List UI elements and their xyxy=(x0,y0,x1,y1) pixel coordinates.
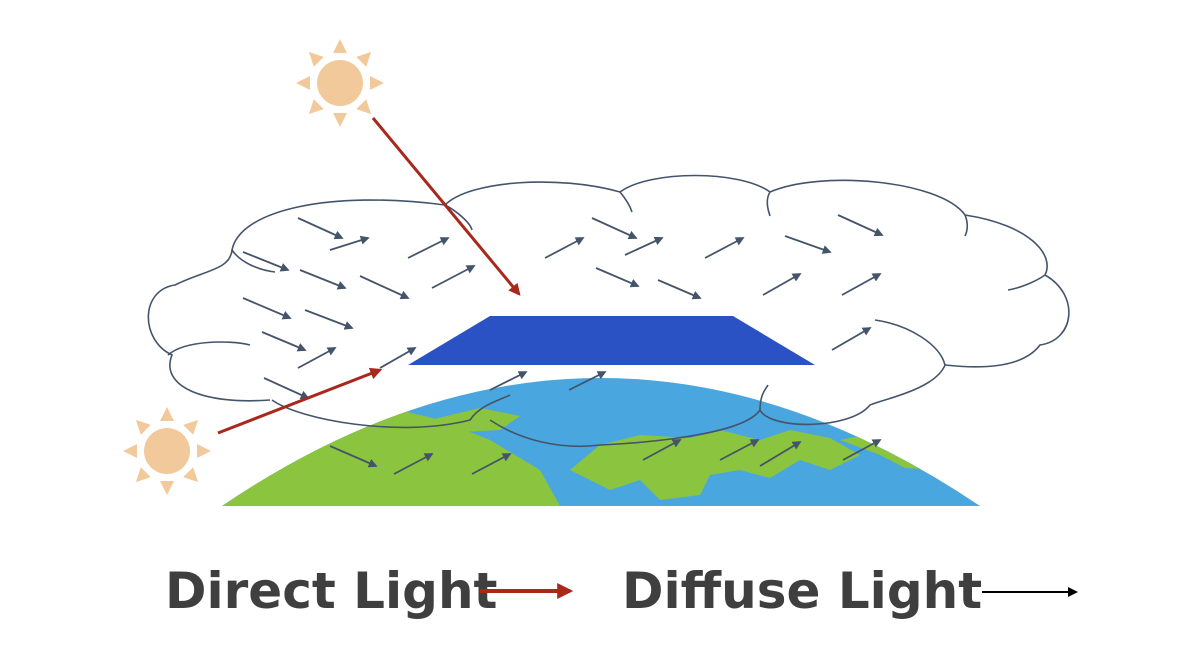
diffuse-arrow xyxy=(263,377,310,400)
diffuse-arrow xyxy=(841,273,882,296)
land-asia xyxy=(570,430,860,500)
earth-globe xyxy=(222,378,980,506)
diffuse-arrow xyxy=(407,237,450,259)
diffuse-arrow xyxy=(299,269,347,290)
diffuse-arrow xyxy=(544,237,585,259)
diffuse-arrow xyxy=(642,439,682,461)
direct-arrow xyxy=(217,367,383,435)
diffuse-arrow xyxy=(329,235,370,251)
sun-icon xyxy=(123,407,211,495)
diffuse-arrow xyxy=(595,267,640,288)
diffuse-arrow xyxy=(471,453,512,475)
diffuse-arrow xyxy=(784,235,832,254)
legend-direct-label: Direct Light xyxy=(165,562,497,620)
diffuse-arrow xyxy=(379,347,417,369)
diffuse-arrow xyxy=(624,236,664,256)
direct-arrows xyxy=(217,117,521,435)
land-middle xyxy=(430,408,520,432)
diffuse-arrow xyxy=(297,347,337,369)
diffuse-arrow xyxy=(329,445,378,468)
diffuse-arrow xyxy=(431,265,476,289)
legend-diffuse-label: Diffuse Light xyxy=(622,562,982,620)
diffuse-arrow xyxy=(304,309,354,330)
diffuse-arrow xyxy=(393,453,434,475)
diffuse-arrow xyxy=(591,217,638,240)
diffuse-arrow xyxy=(568,371,607,391)
diffuse-arrow xyxy=(762,273,802,296)
diffuse-arrow xyxy=(831,327,872,351)
cloud-shape xyxy=(147,174,1070,448)
diffuse-arrow xyxy=(359,275,410,300)
diffuse-arrow xyxy=(837,214,884,237)
sun-icon xyxy=(296,39,384,127)
diffuse-arrow xyxy=(704,237,745,259)
diffuse-arrow xyxy=(261,331,307,352)
diffuse-arrow xyxy=(242,297,292,320)
diffuse-arrow xyxy=(242,251,290,272)
diffuse-arrow xyxy=(297,217,344,240)
diffuse-arrow xyxy=(842,439,882,461)
diffuse-arrow xyxy=(489,371,528,391)
diffuse-arrow xyxy=(657,279,702,300)
direct-arrow xyxy=(371,117,521,296)
legend: Direct Light Diffuse Light xyxy=(165,562,1078,620)
diffuse-arrow xyxy=(759,441,802,467)
solar-panel xyxy=(408,316,815,365)
diffuse-arrows xyxy=(242,214,884,475)
diffuse-arrow xyxy=(719,439,760,461)
